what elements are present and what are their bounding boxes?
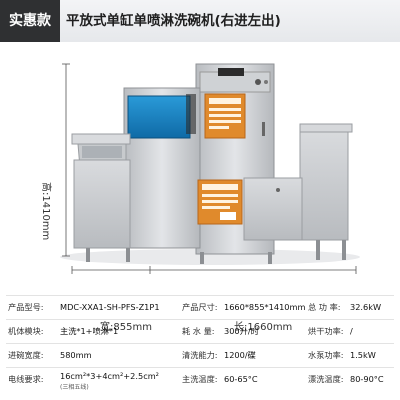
- spec-value: 580mm: [60, 350, 92, 360]
- spec-value: 1.5kW: [350, 350, 376, 360]
- spec-label: 清洗能力:: [182, 350, 218, 360]
- viewing-window: [127, 95, 191, 139]
- spec-label: 水泵功率:: [308, 350, 344, 360]
- spec-value: MDC-XXA1-SH-PFS-Z1P1: [60, 302, 160, 312]
- divider: [6, 295, 394, 296]
- right-cabinet: [243, 177, 303, 241]
- spec-label: 总 功 率:: [308, 302, 341, 312]
- spec-label: 漂洗温度:: [308, 374, 344, 384]
- spec-value: 32.6kW: [350, 302, 382, 312]
- height-label: 高:1410mm: [40, 182, 51, 241]
- badge-label: 实惠款: [0, 0, 60, 42]
- spec-row: 进碗宽度: 580mm 清洗能力: 1200/碟 水泵功率: 1.5kW: [0, 345, 400, 366]
- floor-shadow: [60, 249, 360, 265]
- spec-value: 80-90°C: [350, 374, 384, 384]
- product-title: 平放式单缸单喷淋洗碗机(右进左出): [66, 13, 281, 29]
- spec-value: 1660*855*1410mm: [224, 302, 306, 312]
- inlet-table-top: [71, 133, 131, 145]
- title-bar: 实惠款 平放式单缸单喷淋洗碗机(右进左出): [0, 0, 400, 42]
- product-image: 高:1410mm 宽:855mm 长:1660mm: [0, 42, 400, 333]
- divider: [6, 343, 394, 344]
- divider: [6, 319, 394, 320]
- spec-value: 主洗*1+喷淋*1: [60, 326, 119, 336]
- spec-row: 电线要求: 16cm²*3+4cm²+2.5cm² (三相五线) 主洗温度: 6…: [0, 369, 400, 391]
- spec-table: 产品型号: MDC-XXA1-SH-PFS-Z1P1 产品尺寸: 1660*85…: [0, 295, 400, 400]
- spec-value: 16cm²*3+4cm²+2.5cm²: [60, 371, 159, 381]
- inlet-cabinet: [73, 159, 131, 249]
- control-display: [218, 68, 244, 76]
- spec-label: 产品尺寸:: [182, 302, 218, 312]
- dishwasher-illustration: [60, 63, 360, 274]
- spec-label: 耗 水 量:: [182, 326, 215, 336]
- spec-label: 烘干功率:: [308, 326, 344, 336]
- spec-value: 60-65°C: [224, 374, 258, 384]
- spec-value: 300升/时: [224, 326, 259, 336]
- length-label: 长:1660mm: [234, 322, 293, 333]
- spec-note: (三相五线): [60, 384, 89, 391]
- outlet-table: [299, 129, 349, 241]
- spec-label: 电线要求:: [8, 374, 44, 384]
- spec-label: 产品型号:: [8, 302, 44, 312]
- spec-value: 1200/碟: [224, 350, 256, 360]
- door-handle: [262, 122, 265, 136]
- spec-row: 产品型号: MDC-XXA1-SH-PFS-Z1P1 产品尺寸: 1660*85…: [0, 297, 400, 318]
- spec-label: 机体模块:: [8, 326, 44, 336]
- spec-value: /: [350, 326, 353, 336]
- divider: [6, 367, 394, 368]
- spec-label: 主洗温度:: [182, 374, 218, 384]
- width-label: 宽:855mm: [100, 322, 152, 333]
- spec-label: 进碗宽度:: [8, 350, 44, 360]
- spec-row: 机体模块: 主洗*1+喷淋*1 耗 水 量: 300升/时 烘干功率: /: [0, 321, 400, 342]
